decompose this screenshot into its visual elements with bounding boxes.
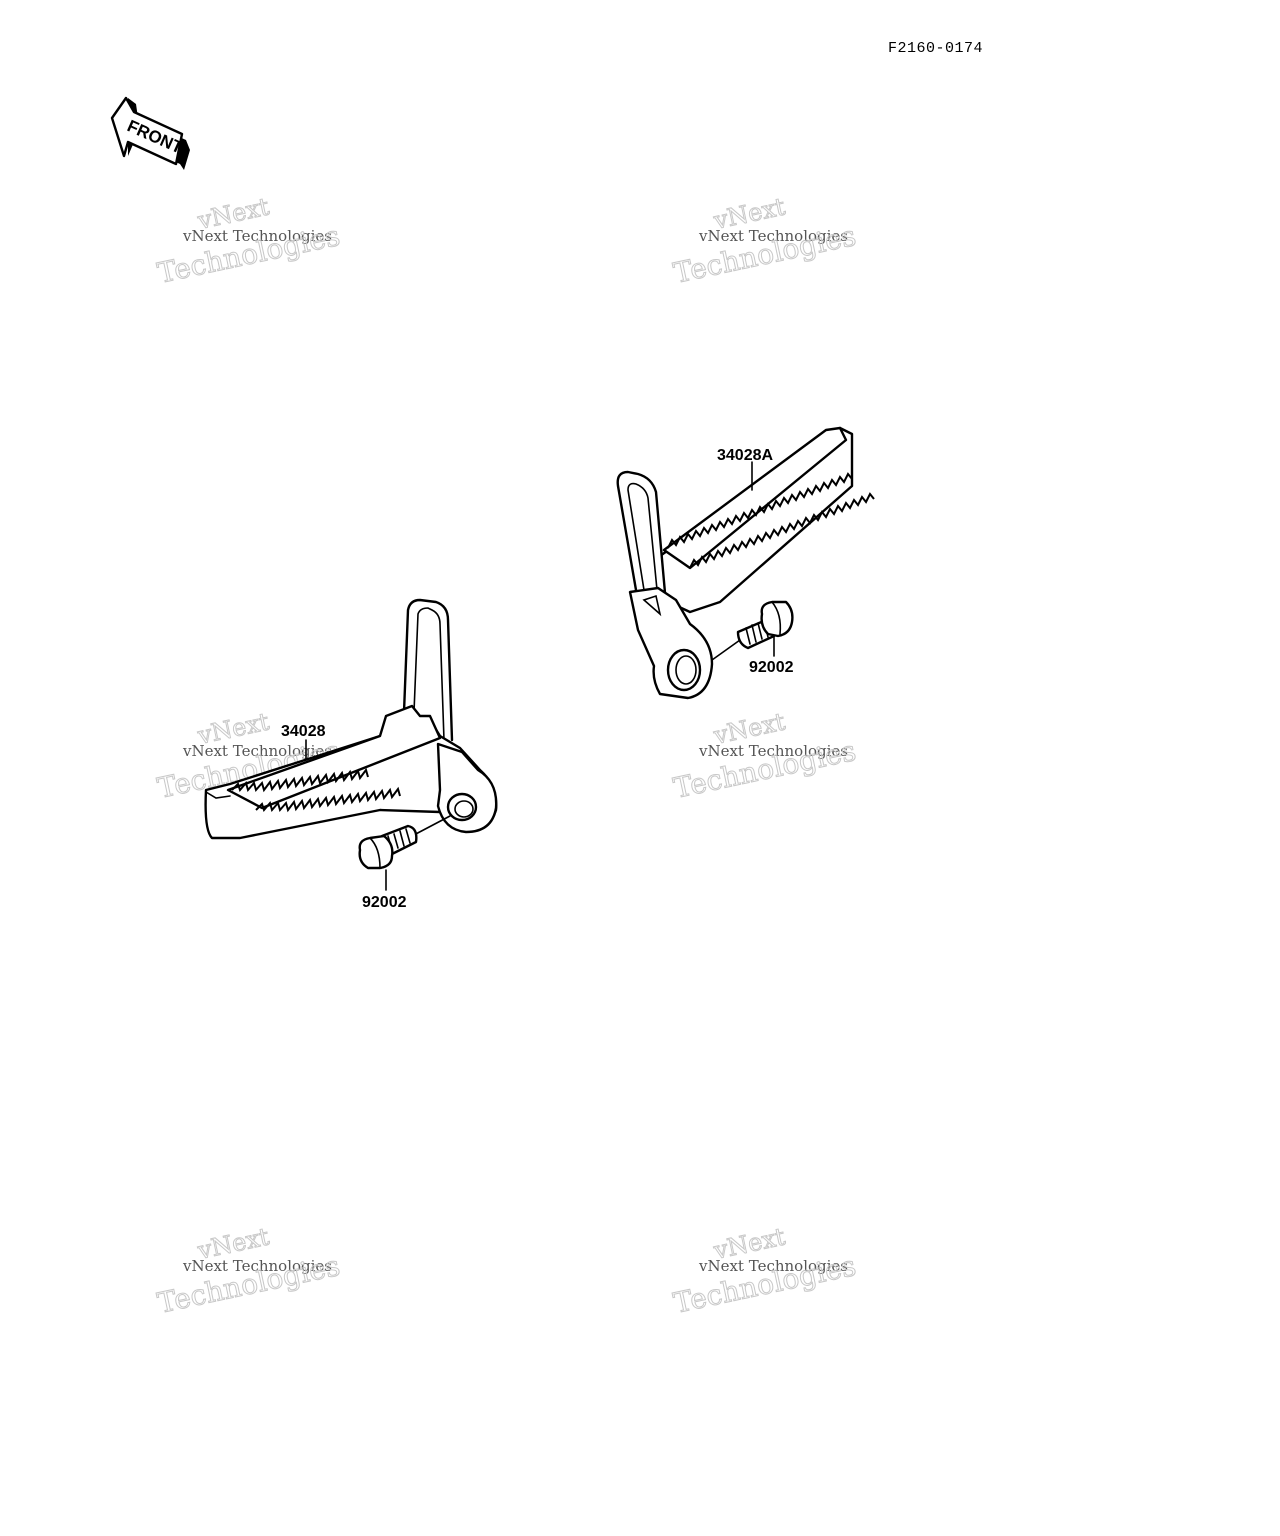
watermark-small-text: vNext Technologies [182, 1257, 332, 1275]
watermark-small-text: vNext Technologies [182, 227, 332, 245]
right-footpeg-34028A [616, 426, 875, 700]
figure-code: F2160-0174 [888, 40, 984, 57]
watermark-bottom-right: vNext vNext Technologies Technologies [670, 1222, 859, 1320]
front-arrow-icon: FRONT [110, 96, 190, 170]
callout-left-bolt: 92002 [362, 894, 407, 911]
watermark-small-text: vNext Technologies [698, 1257, 848, 1275]
callout-left-footpeg: 34028 [281, 723, 326, 740]
watermark-mid-right: vNext vNext Technologies Technologies [670, 707, 859, 805]
left-footpeg-34028 [204, 598, 498, 840]
watermark-top-left: vNext vNext Technologies Technologies [154, 192, 343, 290]
watermark-small-text: vNext Technologies [182, 742, 332, 760]
right-bolt-92002 [711, 600, 794, 661]
callout-right-footpeg: 34028A [717, 447, 773, 464]
watermark-small-text: vNext Technologies [698, 742, 848, 760]
watermark-bottom-left: vNext vNext Technologies Technologies [154, 1222, 343, 1320]
callout-right-bolt: 92002 [749, 659, 794, 676]
watermark-top-right: vNext vNext Technologies Technologies [670, 192, 859, 290]
left-bolt-92002 [358, 815, 451, 891]
watermark-small-text: vNext Technologies [698, 227, 848, 245]
